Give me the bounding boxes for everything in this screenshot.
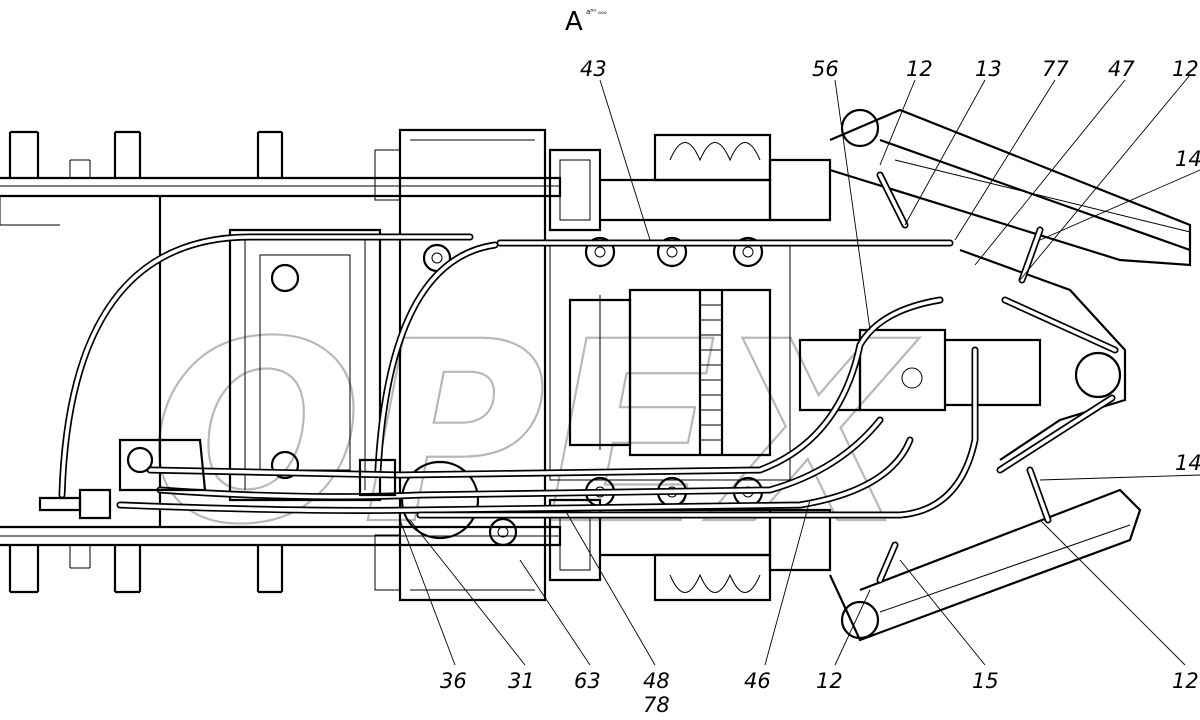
callout-12-d: 12 (1172, 669, 1199, 693)
callout-36: 36 (440, 669, 467, 693)
upper-boom (829, 108, 1192, 267)
callout-12-c: 12 (816, 669, 843, 693)
callout-12-a: 12 (906, 57, 933, 81)
upper-frame-rail (0, 130, 562, 226)
pump-unit (38, 438, 397, 520)
right-end-plate (959, 248, 1127, 461)
leader-lines (399, 74, 1200, 666)
lower-boom (829, 488, 1142, 642)
callouts-top: 43 56 12 13 77 47 12 (580, 57, 1199, 81)
callout-15: 15 (972, 669, 999, 693)
callout-31: 31 (508, 669, 535, 693)
callout-48: 48 (643, 669, 670, 693)
view-title: А (565, 7, 583, 37)
callout-56: 56 (812, 57, 839, 81)
callout-13: 13 (975, 57, 1002, 81)
callouts-bottom: 36 31 63 48 78 46 12 15 12 (440, 669, 1199, 717)
callout-78: 78 (643, 693, 670, 717)
callout-63: 63 (574, 669, 601, 693)
callout-77: 77 (1042, 57, 1069, 81)
callouts-right: 14 14 (1175, 147, 1200, 475)
gearbox (568, 288, 1042, 457)
saddle-brackets (653, 133, 772, 602)
watermark: OPEX (150, 288, 920, 579)
callout-14-a: 14 (1175, 147, 1200, 171)
callout-47: 47 (1108, 57, 1135, 81)
callout-12-b: 12 (1172, 57, 1199, 81)
hydraulic-hoses (58, 171, 1119, 584)
callout-14-b: 14 (1175, 451, 1200, 475)
callout-46: 46 (744, 669, 771, 693)
view-subtitle: а⁸⁹ ₒₒₒ (586, 8, 607, 16)
callout-43: 43 (580, 57, 607, 81)
